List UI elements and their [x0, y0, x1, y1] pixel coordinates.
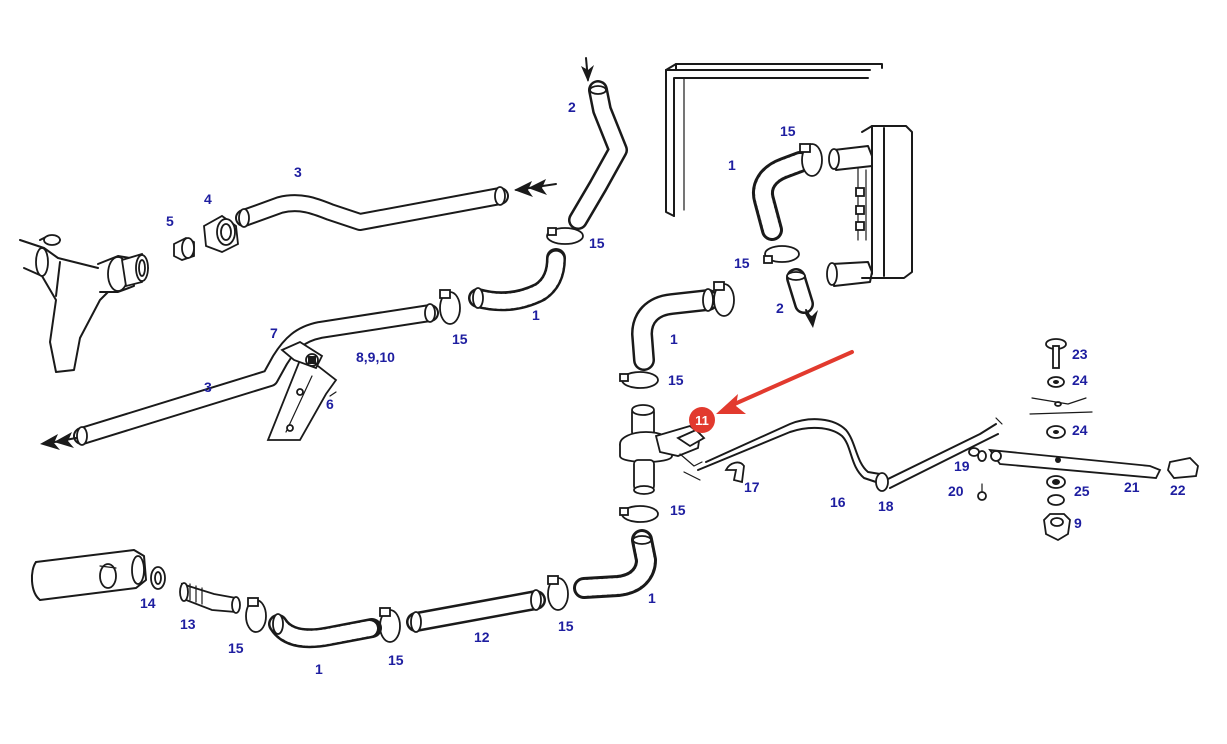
- label-1: 1: [728, 157, 736, 173]
- pipe-lower-left: [30, 549, 147, 601]
- engine-outlet: [19, 234, 149, 373]
- label-15: 15: [589, 235, 605, 251]
- label-16: 16: [830, 494, 846, 510]
- label-1: 1: [648, 590, 656, 606]
- hose-1-upper-left: [468, 248, 566, 312]
- washer-24-a: [1029, 376, 1093, 415]
- label-1: 1: [670, 331, 678, 347]
- part-labels: 2 3 4 5 15 1 15 7 8,9,10 6 3 15 1 15 2 1…: [140, 99, 1186, 677]
- lever-21: [988, 448, 1162, 479]
- label-7: 7: [270, 325, 278, 341]
- hose-clamp-15-g: [619, 505, 659, 523]
- hose-clamp-15-h: [547, 575, 569, 611]
- label-6: 6: [326, 396, 334, 412]
- screw-20: [977, 483, 987, 501]
- label-15: 15: [670, 502, 686, 518]
- label-3: 3: [294, 164, 302, 180]
- label-4: 4: [204, 191, 212, 207]
- hose-clamp-15-j: [245, 597, 267, 633]
- hose-clamp-15-i: [379, 607, 401, 643]
- label-24: 24: [1072, 372, 1088, 388]
- hose-clamp-15-c: [799, 143, 823, 177]
- label-23: 23: [1072, 346, 1088, 362]
- spacer-25: [1046, 475, 1066, 506]
- hose-clamp-15-d: [763, 245, 800, 264]
- hose-1-heater-top: [752, 151, 811, 241]
- label-15: 15: [452, 331, 468, 347]
- label-2: 2: [568, 99, 576, 115]
- label-15: 15: [558, 618, 574, 634]
- label-15: 15: [228, 640, 244, 656]
- washer-24-b: [1046, 425, 1066, 439]
- part-5-ring: [173, 236, 195, 261]
- label-2: 2: [776, 300, 784, 316]
- label-1: 1: [532, 307, 540, 323]
- callout-number: 11: [695, 413, 709, 428]
- hose-clamp-15-a: [546, 227, 584, 245]
- hose-clamp-15-b: [439, 289, 461, 325]
- hose-clamp-15-e: [713, 281, 735, 317]
- label-19: 19: [954, 458, 970, 474]
- label-24: 24: [1072, 422, 1088, 438]
- label-9: 9: [1074, 515, 1082, 531]
- hose-1-bottom-right: [573, 529, 657, 599]
- label-1: 1: [315, 661, 323, 677]
- label-5: 5: [166, 213, 174, 229]
- label-14: 14: [140, 595, 156, 611]
- hose-3-top: [235, 186, 509, 231]
- label-17: 17: [744, 479, 760, 495]
- knob-22: [1167, 457, 1199, 479]
- heater-valve-11: [619, 404, 706, 495]
- label-15: 15: [734, 255, 750, 271]
- bracket-6: [266, 340, 338, 441]
- washer-14: [150, 566, 166, 590]
- nut-9: [1043, 513, 1071, 542]
- label-15: 15: [780, 123, 796, 139]
- bolt-23: [1045, 338, 1067, 369]
- heater-core: [665, 63, 913, 287]
- hose-clamp-15-f: [619, 371, 659, 389]
- clip-19: [968, 447, 987, 462]
- callout-arrow: [716, 350, 854, 414]
- flow-arrow-top: [514, 179, 557, 197]
- hose-1-right-upper: [631, 288, 719, 371]
- label-21: 21: [1124, 479, 1140, 495]
- label-18: 18: [878, 498, 894, 514]
- hose-2-top: [568, 57, 628, 230]
- hose-3-lower: [40, 303, 439, 450]
- label-13: 13: [180, 616, 196, 632]
- cable-clip-17: [724, 461, 745, 484]
- label-25: 25: [1074, 483, 1090, 499]
- label-15: 15: [668, 372, 684, 388]
- label-20: 20: [948, 483, 964, 499]
- label-22: 22: [1170, 482, 1186, 498]
- label-8-9-10: 8,9,10: [356, 349, 395, 365]
- callout-badge-11: 11: [689, 407, 715, 433]
- label-12: 12: [474, 629, 490, 645]
- hose-2-heater: [786, 268, 818, 328]
- hose-1-bottom-left: [268, 613, 382, 649]
- hose-12: [406, 589, 546, 633]
- bowden-cable-16: [697, 417, 1003, 492]
- label-3: 3: [204, 379, 212, 395]
- part-4-nut: [203, 214, 239, 253]
- label-15: 15: [388, 652, 404, 668]
- fitting-13: [179, 582, 241, 614]
